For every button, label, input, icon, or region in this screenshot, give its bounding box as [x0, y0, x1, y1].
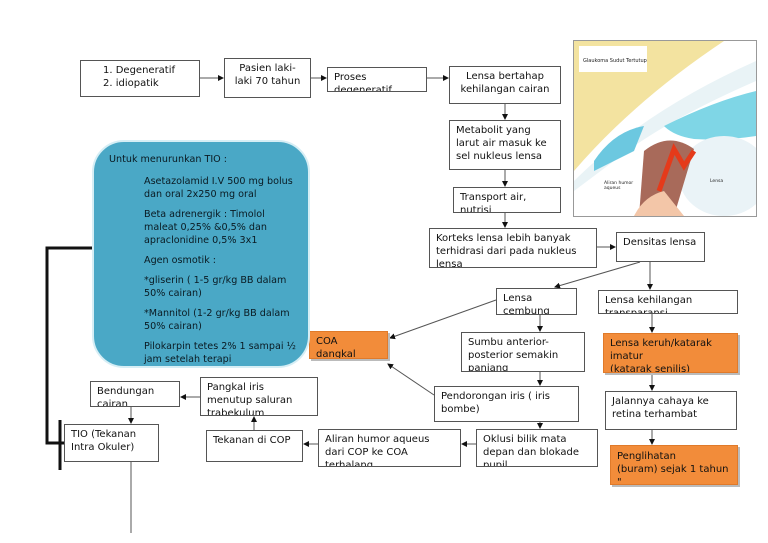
glaucoma-illustration: Glaukoma Sudut Tertutup Aliran humor aqu…: [573, 40, 757, 217]
tio-box: TIO (Tekanan Intra Okuler): [64, 424, 159, 462]
cortex-box: Korteks lensa lebih banyak terhidrasi dar…: [429, 228, 597, 268]
treatment-item: Asetazolamid I.V 500 mg bolus dan oral 2…: [144, 176, 293, 200]
treatment-item: Pilokarpin tetes 2% 1 sampai ½ jam setel…: [144, 341, 296, 365]
treatment-box: Untuk menurunkan TIO : Asetazolamid I.V …: [92, 140, 310, 368]
t: lensa: [436, 259, 463, 268]
t: dari COP ke COA: [325, 447, 408, 458]
t: Densitas lensa: [623, 237, 697, 248]
treatment-item: *Mannitol (1-2 gr/kg BB dalam 50% cairan…: [144, 308, 290, 332]
iris-push-box: Pendorongan iris ( iris bombe): [434, 386, 579, 422]
t: cairan: [97, 399, 128, 407]
light-box: Jalannya cahaya ke retina terhambat: [605, 391, 737, 430]
t: COA: [316, 336, 338, 347]
treatment-title: Untuk menurunkan TIO :: [109, 154, 227, 165]
t: Lensa kehilangan: [605, 295, 693, 306]
t: terhalang: [325, 460, 374, 467]
illustration-label-flow: Aliran humor aqueus: [604, 181, 634, 191]
lens-fluid-box: Lensa bertahap kehilangan cairan: [449, 66, 561, 104]
process-box: Proses degeneratif: [327, 67, 427, 92]
treatment-item: Beta adrenergik : Timolol maleat 0,25% &…: [144, 209, 267, 246]
treatment-item: *gliserin ( 1-5 gr/kg BB dalam 50% caira…: [144, 275, 287, 299]
t: Sumbu anterior-: [468, 337, 549, 348]
t: posterior semakin: [468, 350, 559, 361]
t: Lensa bertahap kehilangan cairan: [460, 71, 550, 95]
patient-box: Pasien laki-laki 70 tahun: [224, 58, 311, 98]
vision-box: Penglihatan (buram) sejak 1 tahun ": [610, 445, 738, 485]
t: panjang: [468, 363, 509, 372]
t: Tekanan di COP: [213, 435, 291, 446]
illustration-label-lens: Lensa: [710, 179, 724, 184]
t: transparansi: [605, 308, 668, 314]
occlusion-box: Oklusi bilik mata depan dan blokade pupil: [476, 429, 598, 467]
t: Penglihatan: [617, 451, 676, 462]
t: degeneratif: [334, 85, 392, 92]
t: menutup saluran: [207, 395, 293, 406]
cop-pressure-box: Tekanan di COP: [206, 430, 303, 462]
cause-box: 1. Degeneratif 2. idiopatik: [80, 60, 200, 97]
t: Transport air,: [460, 192, 527, 203]
metabolite-box: Metabolit yang larut air masuk ke sel nu…: [449, 120, 561, 170]
t: ": [617, 477, 622, 485]
congestion-box: Bendungan cairan: [90, 381, 180, 407]
t: depan dan blokade: [483, 447, 579, 458]
t: bombe): [441, 404, 480, 415]
coa-box: COA dangkal: [309, 331, 388, 359]
t: Lensa: [503, 293, 533, 304]
t: (buram) sejak 1 tahun: [617, 464, 729, 475]
t: (katarak senilis): [610, 364, 691, 373]
t: Aliran humor aqueus: [325, 434, 430, 445]
density-box: Densitas lensa: [616, 232, 705, 262]
t: Oklusi bilik mata: [483, 434, 567, 445]
convex-lens-box: Lensa cembung: [496, 288, 577, 315]
t: Pasien laki-laki 70 tahun: [234, 63, 301, 87]
aqueous-flow-box: Aliran humor aqueus dari COP ke COA terhal…: [318, 429, 461, 467]
t: Metabolit yang larut air masuk ke sel nu…: [456, 125, 547, 162]
t: Bendungan: [97, 386, 155, 397]
eye-anatomy-drawing: [574, 41, 756, 216]
t: terhidrasi dari pada nukleus: [436, 246, 577, 257]
t: Korteks lensa lebih banyak: [436, 233, 571, 244]
t: Pangkal iris: [207, 382, 264, 393]
t: pupil: [483, 460, 508, 467]
t: Proses: [334, 72, 367, 83]
illustration-title: Glaukoma Sudut Tertutup: [579, 46, 647, 72]
t: dangkal: [316, 349, 356, 359]
treatment-item: Agen osmotik :: [144, 255, 217, 266]
t: Lensa keruh/katarak: [610, 338, 712, 349]
t: cembung: [503, 306, 550, 315]
cataract-box: Lensa keruh/katarak imatur (katarak senili…: [603, 333, 738, 373]
lens-transparency-box: Lensa kehilangan transparansi: [598, 290, 738, 314]
transport-box: Transport air, nutrisi: [453, 187, 561, 213]
t: nutrisi: [460, 205, 492, 213]
cause-2: 2. idiopatik: [103, 78, 159, 89]
t: TIO (Tekanan Intra Okuler): [71, 429, 137, 453]
cause-1: 1. Degeneratif: [103, 65, 176, 76]
iris-root-box: Pangkal iris menutup saluran trabekulum: [200, 377, 318, 416]
t: Jalannya cahaya ke retina terhambat: [612, 396, 709, 420]
axis-box: Sumbu anterior-posterior semakin panjang: [461, 332, 585, 372]
t: trabekulum: [207, 408, 265, 416]
t: imatur: [610, 351, 644, 362]
t: Pendorongan iris ( iris: [441, 391, 550, 402]
